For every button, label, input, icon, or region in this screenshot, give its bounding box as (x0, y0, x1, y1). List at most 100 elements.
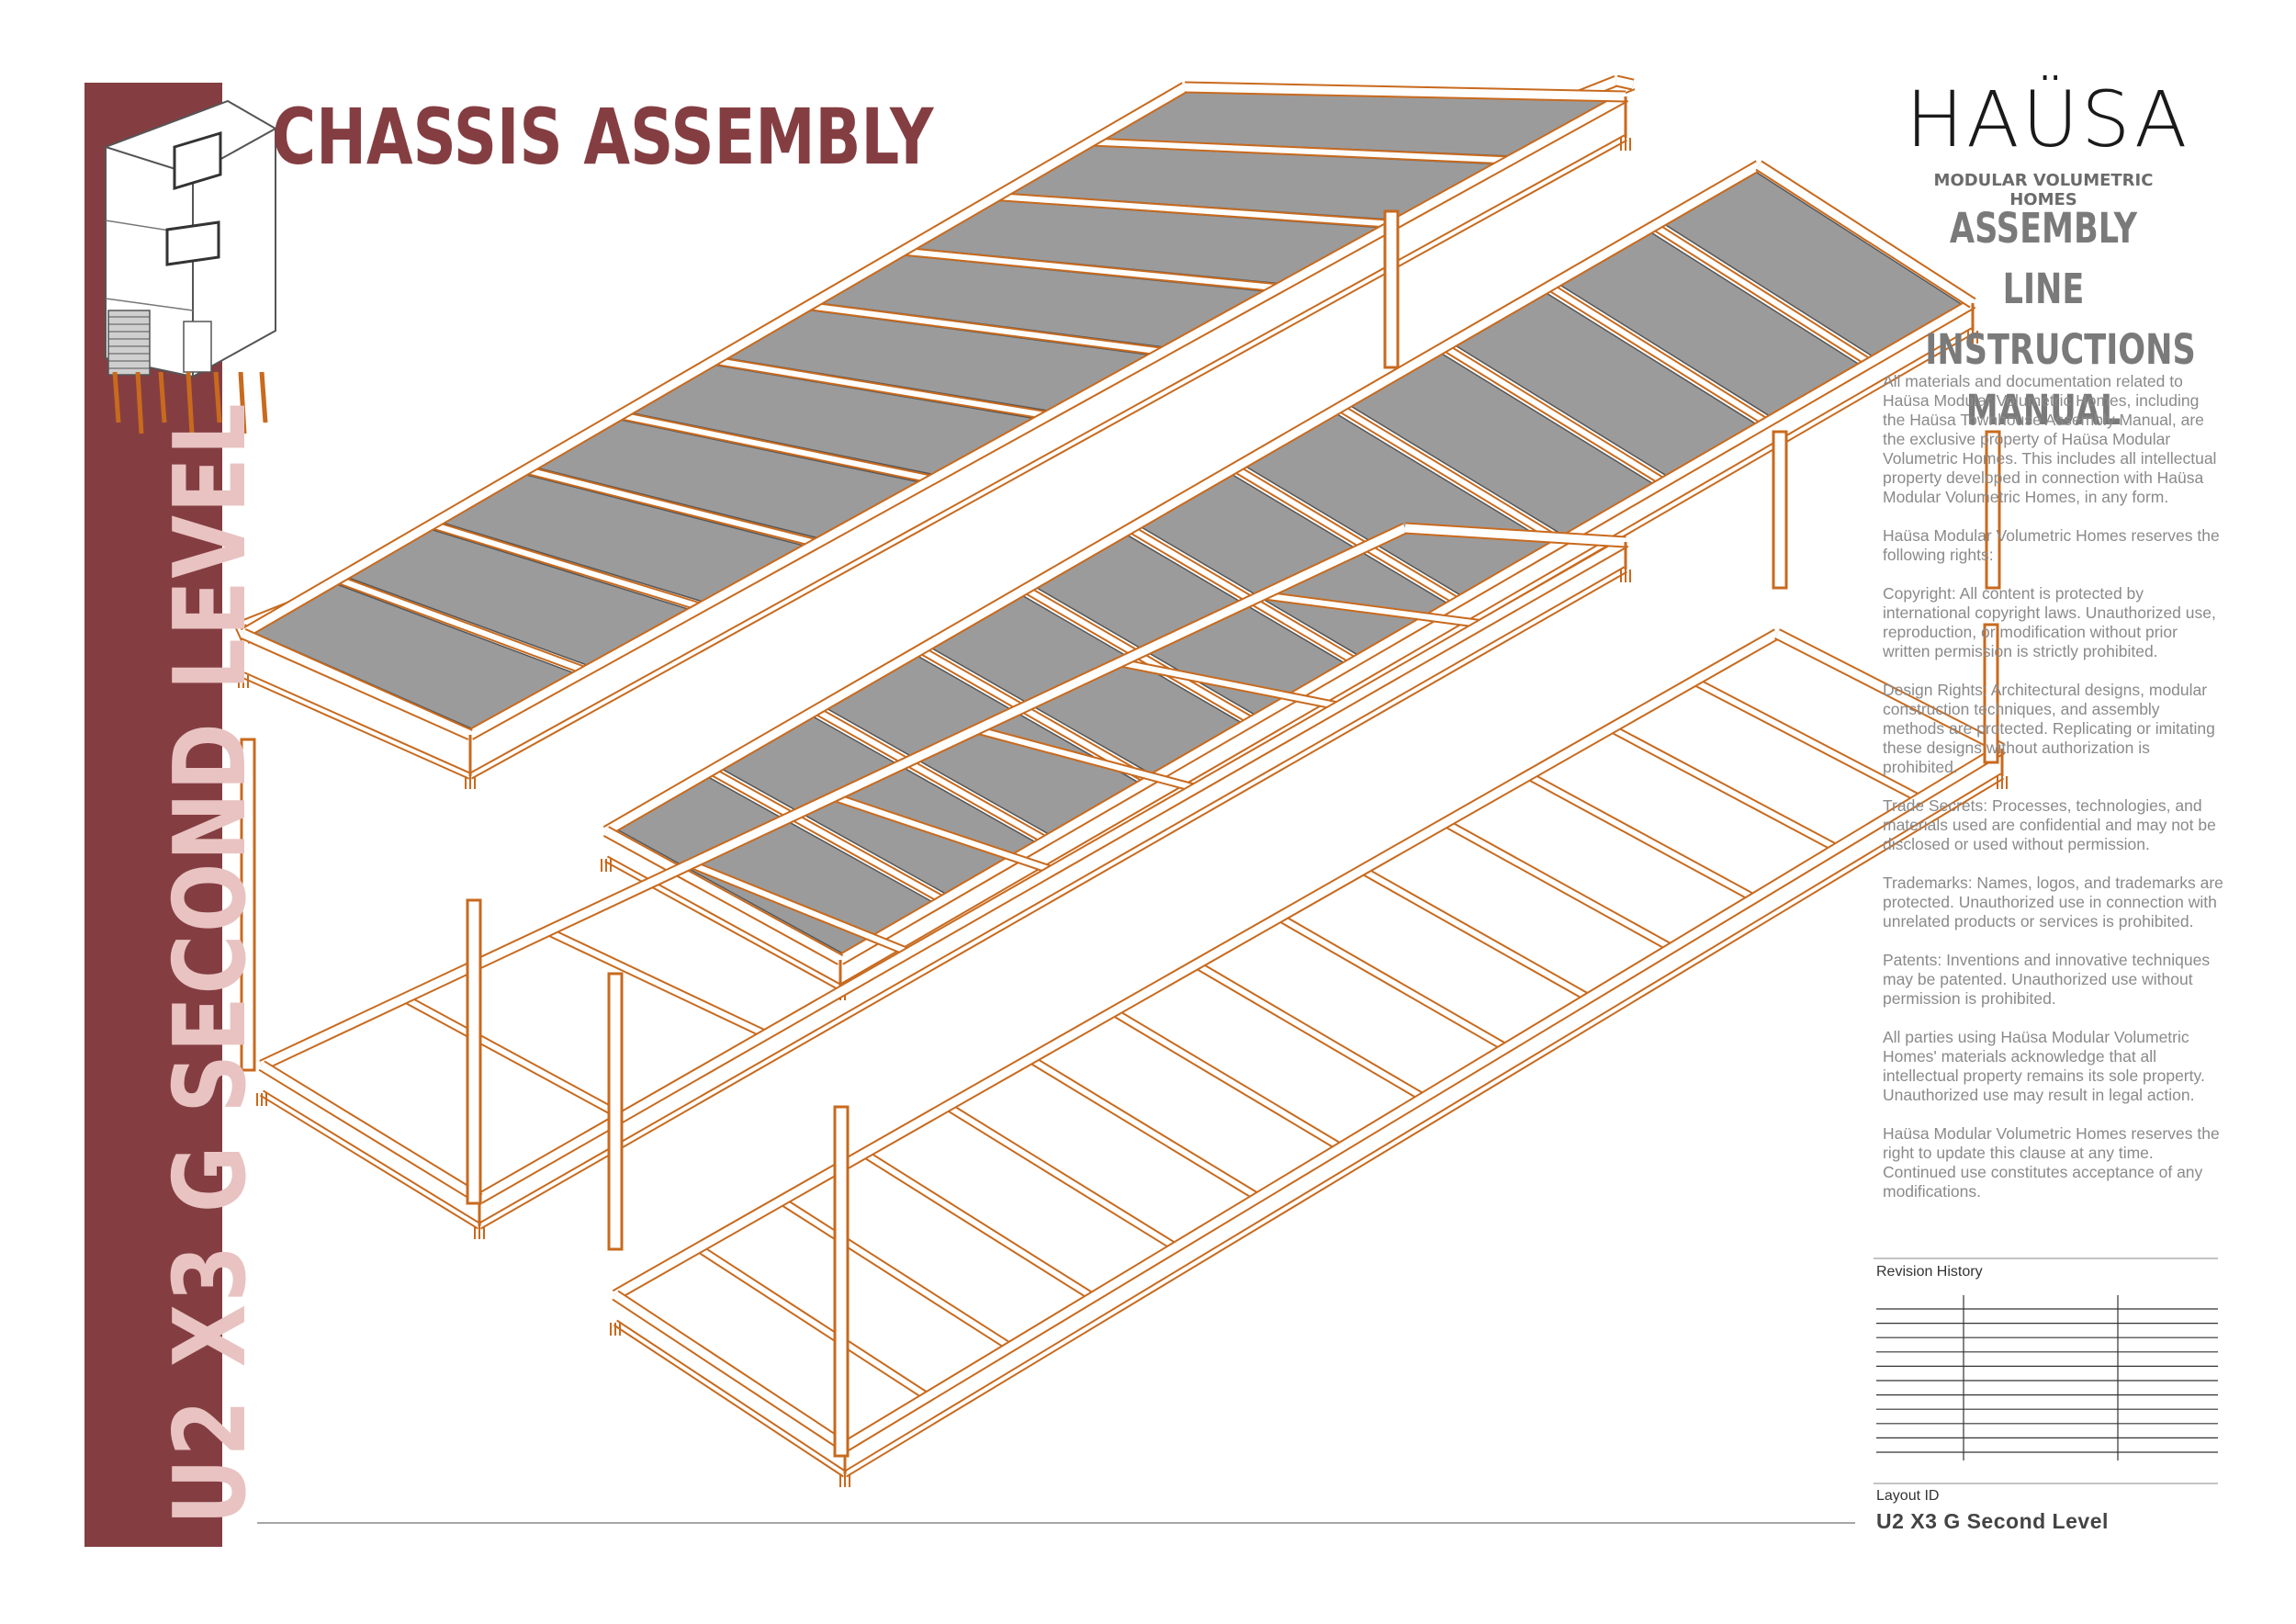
support-post (1985, 430, 2001, 590)
support-post (1383, 209, 1400, 369)
chassis-frames (235, 74, 2008, 1487)
manual-title-line: MANUAL (1965, 386, 2122, 434)
cross-joist-core (1609, 726, 1839, 851)
end-rail-core (603, 828, 843, 964)
lower-right-frame (610, 623, 2008, 1487)
end-rail-core (1615, 76, 1634, 89)
cross-joist-core (1128, 525, 1356, 664)
support-post (466, 898, 482, 1205)
cross-joist-core (1090, 139, 1511, 164)
pile-leg (259, 371, 268, 423)
cross-joist-core (709, 768, 945, 903)
support-post (1772, 430, 1788, 590)
end-rail-core (1774, 629, 2005, 753)
window (165, 220, 220, 266)
cross-joist-core (1444, 820, 1673, 951)
manual-title: ASSEMBLY LINE INSTRUCTIONS MANUAL (1925, 198, 2196, 441)
cross-joist-core (1693, 678, 1921, 801)
side-rail-core (477, 538, 1628, 1202)
manual-title-line: INSTRUCTIONS (1925, 325, 2196, 374)
layout-id-value: U2 X3 G Second Level (1876, 1509, 2109, 1533)
cross-joist-core (1360, 867, 1591, 1001)
support-post (240, 738, 256, 1072)
cross-joist-core (714, 357, 1049, 419)
legal-paragraph: Design Rights: Architectural designs, mo… (1883, 681, 2215, 776)
end-rail-core (242, 629, 472, 739)
cross-joist-core (524, 467, 818, 547)
legal-paragraph: All materials and documentation related … (1883, 372, 2217, 506)
side-rail-core (613, 630, 1780, 1299)
upper-floor-cassette (238, 81, 1631, 789)
cross-joist-core (1652, 223, 1872, 366)
rail-underside-core (843, 774, 2004, 1476)
brand-logo: HAÜSA (1906, 74, 2190, 164)
cross-joist-core (996, 194, 1395, 227)
page-title: CHASSIS ASSEMBLY (272, 92, 934, 182)
cross-joist-core (546, 929, 768, 1037)
pile-leg (112, 371, 121, 423)
cross-joist-core (918, 647, 1151, 784)
cross-joist-core (431, 522, 703, 610)
end-rail-core (613, 1291, 848, 1450)
side-rail-core (260, 524, 1407, 1070)
rail-underside-core (242, 673, 471, 778)
side-rail-core (467, 93, 1628, 739)
cross-joist-core (689, 861, 911, 955)
legal-paragraph: Copyright: All content is protected by i… (1883, 584, 2216, 660)
cross-joist-core (403, 996, 625, 1120)
cross-joist-core (1526, 773, 1756, 901)
cross-joist-core (832, 794, 1053, 874)
cross-joist-core (1119, 660, 1340, 709)
legal-notice: All materials and documentation related … (1883, 372, 2224, 1221)
cross-joist-core (1194, 962, 1425, 1100)
rail-underside-core (478, 568, 1626, 1228)
cross-joist-core (945, 1103, 1177, 1250)
pile-leg (238, 371, 247, 434)
brand-tagline: MODULAR VOLUMETRIC HOMES (1933, 171, 2154, 209)
legal-paragraph: Patents: Inventions and innovative techn… (1883, 951, 2211, 1008)
house-thumbnail (105, 99, 276, 434)
legal-paragraph: Trademarks: Names, logos, and trademarks… (1883, 874, 2223, 930)
rail-underside-core (613, 1321, 847, 1476)
cross-joist-core (780, 1198, 1012, 1349)
end-rail-core (1404, 524, 1626, 547)
legal-paragraph: Trade Secrets: Processes, technologies, … (1883, 796, 2216, 853)
rail-underside-core (469, 136, 1626, 778)
cross-joist-core (807, 303, 1165, 355)
side-rail-core (842, 745, 2005, 1450)
pile-leg (213, 371, 222, 423)
side-rail-core (603, 162, 1761, 835)
cross-joist-core (1277, 914, 1508, 1051)
floor-line (105, 298, 194, 311)
cross-joist-core (975, 727, 1197, 792)
cross-joist-core (1261, 592, 1483, 627)
cross-joist-core (1338, 405, 1563, 545)
side-rail-core (241, 84, 1187, 637)
manual-title-line: ASSEMBLY LINE (1949, 204, 2138, 313)
cross-joist-core (1029, 1056, 1260, 1201)
door (183, 321, 212, 373)
revision-history-label: Revision History (1876, 1264, 1983, 1280)
support-post (1983, 623, 1999, 764)
end-rail-core (259, 1062, 482, 1202)
cross-joist-core (862, 1151, 1095, 1300)
pile-leg (158, 371, 167, 423)
legal-paragraph: All parties using Haüsa Modular Volumetr… (1883, 1028, 2205, 1104)
end-rail-core (1184, 83, 1626, 101)
lower-left-frame (240, 522, 1631, 1251)
garage-screen (107, 310, 151, 376)
cross-joist-core (619, 412, 933, 482)
cross-joist-core (1111, 1009, 1343, 1150)
legal-paragraph: Haüsa Modular Volumetric Homes reserves … (1883, 526, 2220, 564)
cross-joist-core (902, 248, 1279, 291)
pile-leg (135, 371, 144, 434)
legal-paragraph: Haüsa Modular Volumetric Homes reserves … (1883, 1124, 2220, 1201)
support-post (607, 972, 624, 1251)
side-rail-core (838, 299, 1975, 964)
window (173, 130, 222, 191)
support-post (833, 1105, 850, 1458)
pile-leg (186, 371, 195, 434)
cross-joist-core (696, 1246, 929, 1400)
cross-joist-core (1548, 284, 1769, 425)
